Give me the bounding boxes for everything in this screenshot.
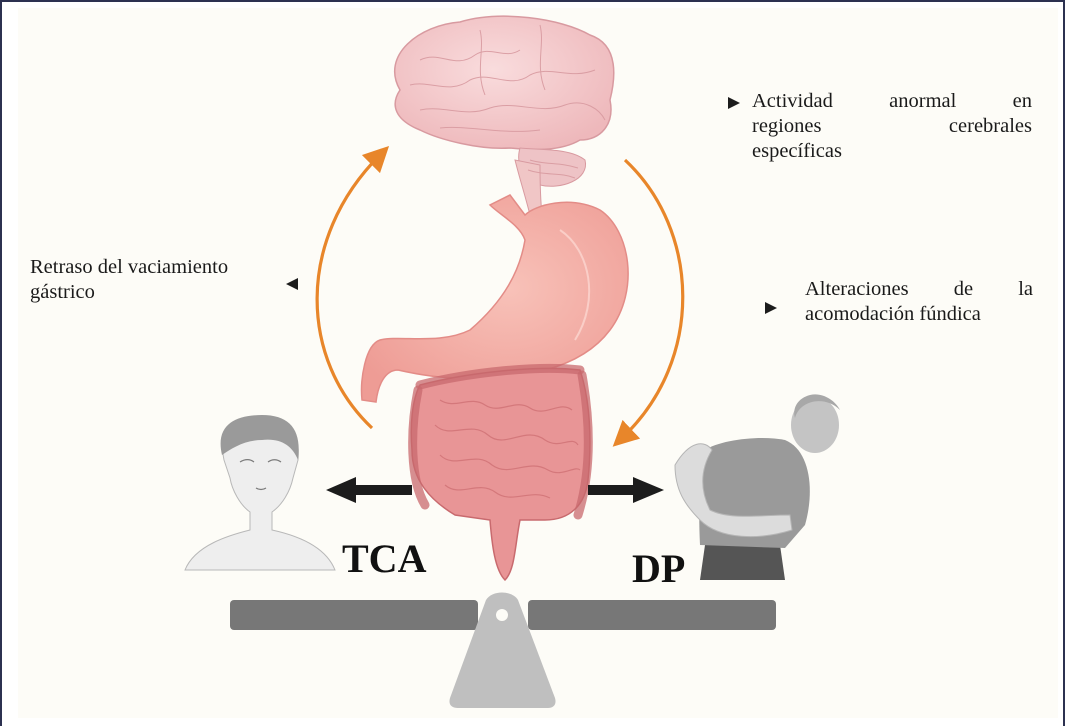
man-abdominal-pain-illustration	[674, 394, 840, 580]
dp-label: DP	[632, 546, 686, 591]
cycle-arrow-up	[315, 145, 390, 430]
scale-fulcrum	[449, 592, 556, 708]
left-thick-arrow	[326, 477, 412, 503]
woman-portrait-illustration	[184, 415, 336, 571]
gastric-label-line-2: gástrico	[30, 281, 95, 303]
scale-beam-right	[528, 600, 776, 630]
brain-label-line-3: específicas	[752, 140, 842, 162]
stomach-illustration	[360, 194, 629, 403]
tca-label: TCA	[342, 536, 427, 581]
brain-label-line-2: regiones cerebrales	[752, 115, 1032, 137]
scale-beam-left	[230, 600, 478, 630]
balance-scale	[230, 592, 776, 708]
intestines-illustration	[408, 363, 593, 582]
fundic-label-line-2: acomodación fúndica	[805, 303, 981, 325]
fundic-accommodation-label: Alteraciones de la acomodación fúndica	[805, 277, 1033, 327]
gastric-emptying-label: Retraso del vaciamiento gástrico	[30, 255, 270, 305]
cycle-arrow-down	[612, 158, 685, 447]
right-thick-arrow	[588, 477, 664, 503]
brain-activity-label: Actividad anormal en regiones cerebrales…	[752, 89, 1032, 164]
brain-label-line-1: Actividad anormal en	[752, 90, 1032, 112]
fundic-label-line-1: Alteraciones de la	[805, 278, 1033, 300]
brain-illustration	[393, 15, 615, 216]
gastric-label-line-1: Retraso del vaciamiento	[30, 256, 229, 278]
